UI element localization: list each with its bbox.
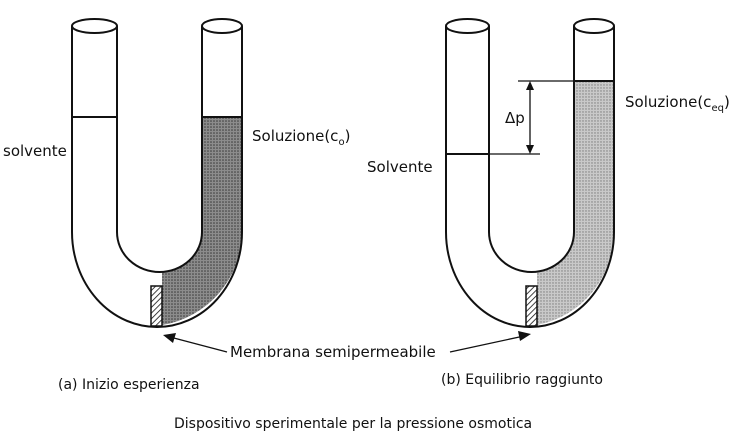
solvent-label-equilibrium: Solvente [367, 158, 433, 176]
opening-left-arm-equilibrium [445, 18, 490, 34]
tube-inner-initial [116, 26, 203, 273]
solution-label-equilibrium: Soluzione(ceq) [625, 93, 730, 114]
solution-fill-equilibrium [537, 81, 614, 325]
opening-right-arm-equilibrium [573, 18, 615, 34]
tube-outer-equilibrium [445, 26, 615, 328]
solution-label-initial: Soluzione(co) [252, 127, 350, 148]
solvent-label-initial: solvente [3, 142, 67, 160]
arrow-to-membrane-equilibrium [449, 335, 525, 353]
u-tube-initial [71, 18, 243, 328]
figure-caption: Dispositivo sperimentale per la pression… [174, 416, 532, 432]
membrane-label: Membrana semipermeabile [230, 343, 436, 361]
membrane-equilibrium [525, 285, 538, 327]
delta-p-indicator [489, 80, 574, 155]
opening-left-arm-initial [71, 18, 118, 34]
membrane-arrows [163, 331, 531, 353]
caption-equilibrium: (b) Equilibrio raggiunto [441, 372, 603, 388]
tube-inner-equilibrium [488, 26, 575, 273]
delta-p-label: Δp [505, 109, 525, 127]
arrow-to-membrane-initial [169, 336, 228, 353]
caption-initial: (a) Inizio esperienza [58, 377, 200, 393]
opening-right-arm-initial [201, 18, 243, 34]
u-tube-equilibrium [445, 18, 615, 328]
tube-outer-initial [71, 26, 243, 328]
membrane-initial [150, 285, 163, 327]
